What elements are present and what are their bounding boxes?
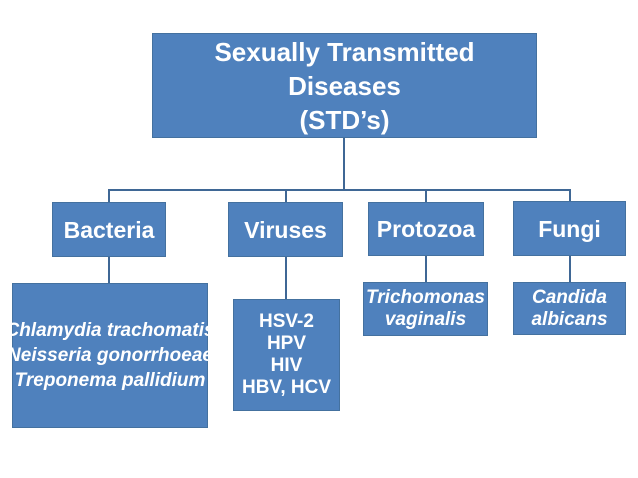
viruses-example-1: HSV-2	[259, 311, 314, 332]
bacteria-example-3: Treponema pallidium	[14, 370, 206, 391]
category-label-viruses: Viruses	[244, 216, 327, 243]
category-label-bacteria: Bacteria	[63, 216, 155, 243]
fungi-example-1: Candida albicans	[531, 286, 608, 330]
viruses-example-3: HIV	[270, 355, 303, 376]
examples-box-protozoa: Trichomonas vaginalis	[363, 282, 488, 336]
examples-box-viruses: HSV-2 HPV HIV HBV, HCV	[233, 299, 340, 411]
protozoa-example-1: Trichomonas vaginalis	[366, 287, 485, 330]
viruses-example-2: HPV	[266, 333, 307, 354]
title-line-2: Diseases	[288, 70, 401, 101]
category-label-fungi: Fungi	[538, 215, 601, 242]
viruses-example-4: HBV, HCV	[241, 377, 332, 398]
category-box-fungi: Fungi	[513, 201, 626, 256]
category-box-bacteria: Bacteria	[52, 202, 166, 257]
title-box: Sexually Transmitted Diseases (STD’s)	[152, 33, 537, 138]
category-box-protozoa: Protozoa	[368, 202, 484, 256]
bacteria-example-2: Neisseria gonorrhoeae	[7, 345, 213, 366]
category-box-viruses: Viruses	[228, 202, 343, 257]
bacteria-example-1: Chlamydia trachomatis	[5, 320, 215, 341]
title-line-3: (STD’s)	[299, 104, 390, 135]
examples-box-fungi: Candida albicans	[513, 282, 626, 335]
examples-box-bacteria: Chlamydia trachomatis Neisseria gonorrho…	[5, 283, 215, 428]
category-label-protozoa: Protozoa	[376, 216, 476, 242]
title-line-1: Sexually Transmitted	[214, 36, 475, 67]
